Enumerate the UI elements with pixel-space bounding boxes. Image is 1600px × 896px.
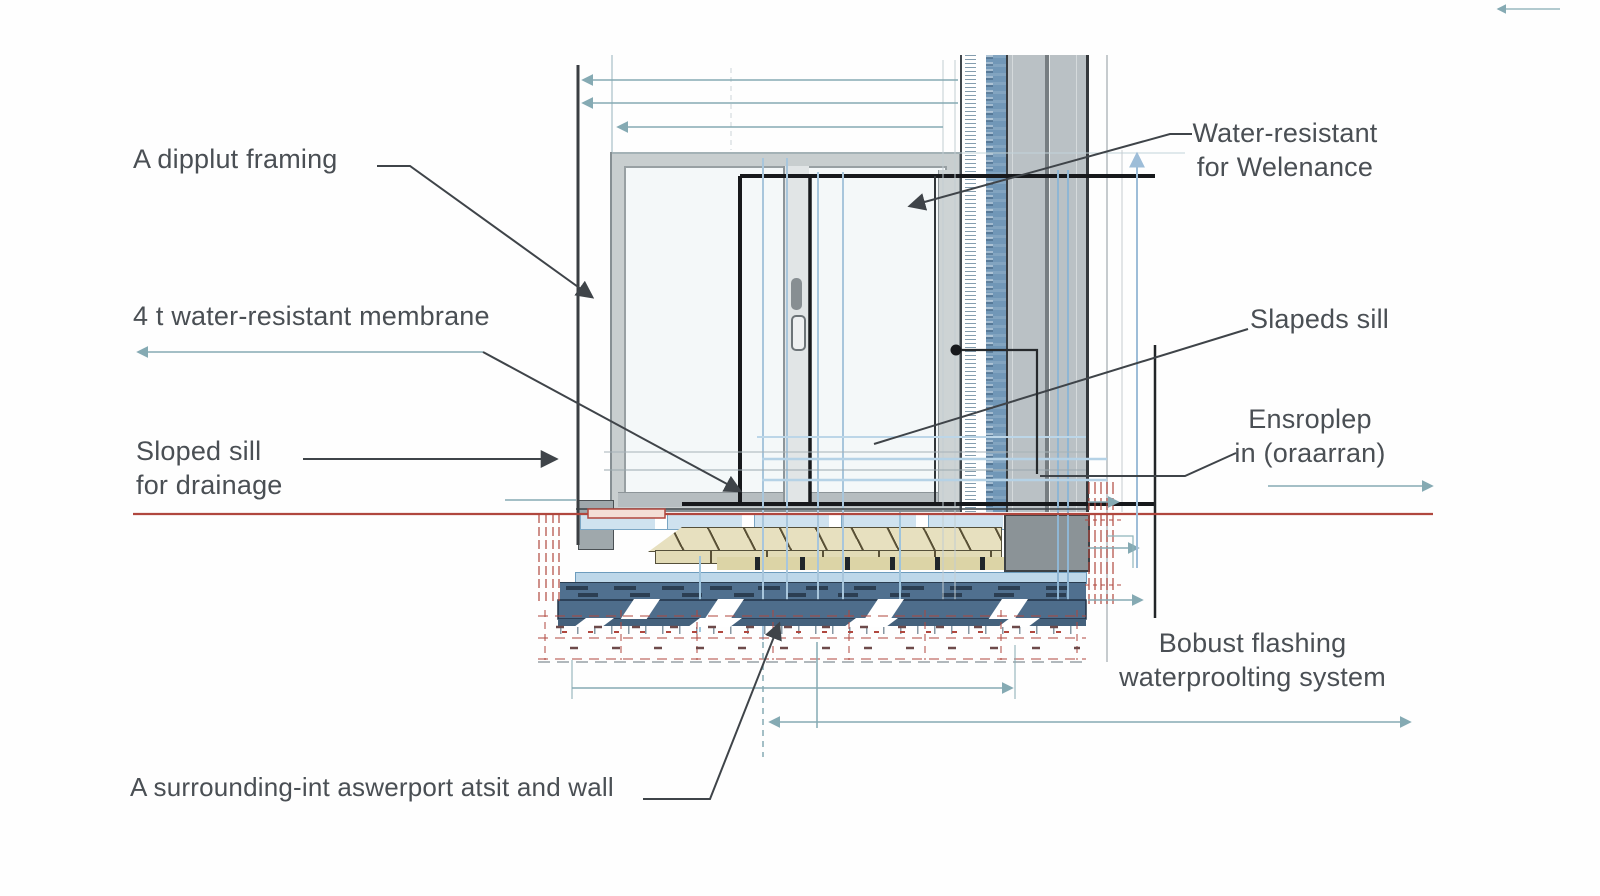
blue-guide-horizontals — [576, 436, 1107, 510]
membrane-ruler-strip — [960, 55, 986, 512]
blue-guide-lines — [699, 60, 1069, 640]
label-surrounding: A surrounding-int aswerport atsit and wa… — [130, 772, 614, 802]
water-membrane-strip — [986, 55, 1006, 512]
sill-brick-band — [715, 555, 1066, 572]
slate-dashes-row1 — [566, 586, 1080, 590]
foundation-dashes — [538, 625, 1086, 663]
structural-lines — [576, 55, 1185, 662]
label-water-resistant: Water-resistant for Welenance — [1150, 116, 1420, 184]
wall-highlight-line — [1076, 55, 1077, 512]
label-membrane: 4 t water-resistant membrane — [133, 301, 490, 331]
label-slapeds-sill: Slapeds sill — [1250, 304, 1389, 334]
wall-panel-divider — [1045, 55, 1050, 512]
step-slabs — [557, 599, 1087, 627]
label-sloped-sill-line2: for drainage — [136, 470, 283, 500]
label-water-resistant-line1: Water-resistant — [1192, 118, 1378, 148]
label-sloped-sill-line1: Sloped sill — [136, 436, 262, 466]
wall-highlight-line — [1012, 55, 1013, 512]
leader-lines — [303, 133, 1249, 800]
door-handle-upper — [791, 278, 802, 310]
sliding-panel-frame — [682, 174, 1157, 618]
label-flashing-line1: Bobust flashing — [1158, 628, 1347, 658]
label-flashing-line2: waterproolting system — [1119, 662, 1386, 692]
dimension-lines — [136, 4, 1560, 757]
reference-dot — [950, 344, 962, 356]
label-ensroplep-line2: in (oraarran) — [1234, 438, 1386, 468]
door-handle-lower — [791, 315, 806, 351]
red-linework — [133, 482, 1433, 660]
label-sloped-sill: Sloped sill for drainage — [136, 434, 283, 502]
label-water-resistant-line2: for Welenance — [1196, 152, 1374, 182]
label-ensroplep-line1: Ensroplep — [1248, 404, 1372, 434]
sill-tick-row — [560, 626, 1086, 634]
slate-dashes-row2 — [578, 593, 1080, 597]
label-ensroplep: Ensroplep in (oraarran) — [1190, 402, 1430, 470]
label-flashing: Bobust flashing waterproolting system — [1095, 626, 1410, 694]
label-framing: A dipplut framing — [133, 144, 338, 174]
